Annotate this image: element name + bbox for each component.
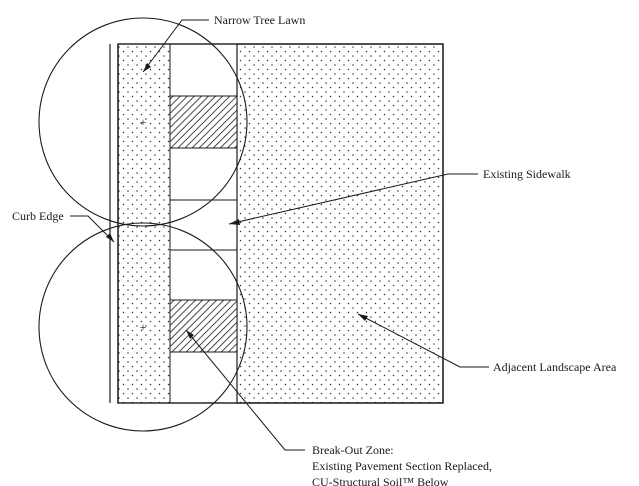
arrowhead bbox=[229, 219, 240, 225]
leader-break-out-zone bbox=[185, 329, 305, 451]
leader-narrow-tree-lawn bbox=[142, 19, 209, 73]
label-break-out-zone-line3: CU-Structural Soil™ Below bbox=[312, 475, 449, 486]
arrowhead bbox=[106, 233, 114, 242]
label-break-out-zone-title: Break-Out Zone: bbox=[312, 443, 394, 457]
adjacent-landscape-area bbox=[236, 43, 444, 404]
tree-canopy-upper bbox=[38, 17, 248, 227]
leader-curb-edge bbox=[70, 215, 115, 243]
leader-existing-sidewalk bbox=[228, 173, 478, 225]
break-out-zone-upper bbox=[169, 95, 238, 149]
arrowhead bbox=[358, 314, 368, 321]
label-curb-edge: Curb Edge bbox=[12, 209, 64, 223]
arrowhead bbox=[143, 63, 151, 72]
tree-canopy-lower bbox=[38, 222, 248, 432]
tree-trunk-marker-lower: + bbox=[140, 320, 147, 334]
arrowhead bbox=[186, 330, 194, 339]
leader-adjacent-landscape-area bbox=[357, 313, 489, 368]
label-adjacent-landscape-area: Adjacent Landscape Area bbox=[493, 360, 617, 374]
break-out-zone-lower bbox=[169, 299, 238, 353]
label-existing-sidewalk: Existing Sidewalk bbox=[483, 167, 571, 181]
tree-trunk-marker-upper: + bbox=[140, 115, 147, 129]
label-narrow-tree-lawn: Narrow Tree Lawn bbox=[214, 13, 305, 27]
label-break-out-zone-line2: Existing Pavement Section Replaced, bbox=[312, 459, 492, 473]
